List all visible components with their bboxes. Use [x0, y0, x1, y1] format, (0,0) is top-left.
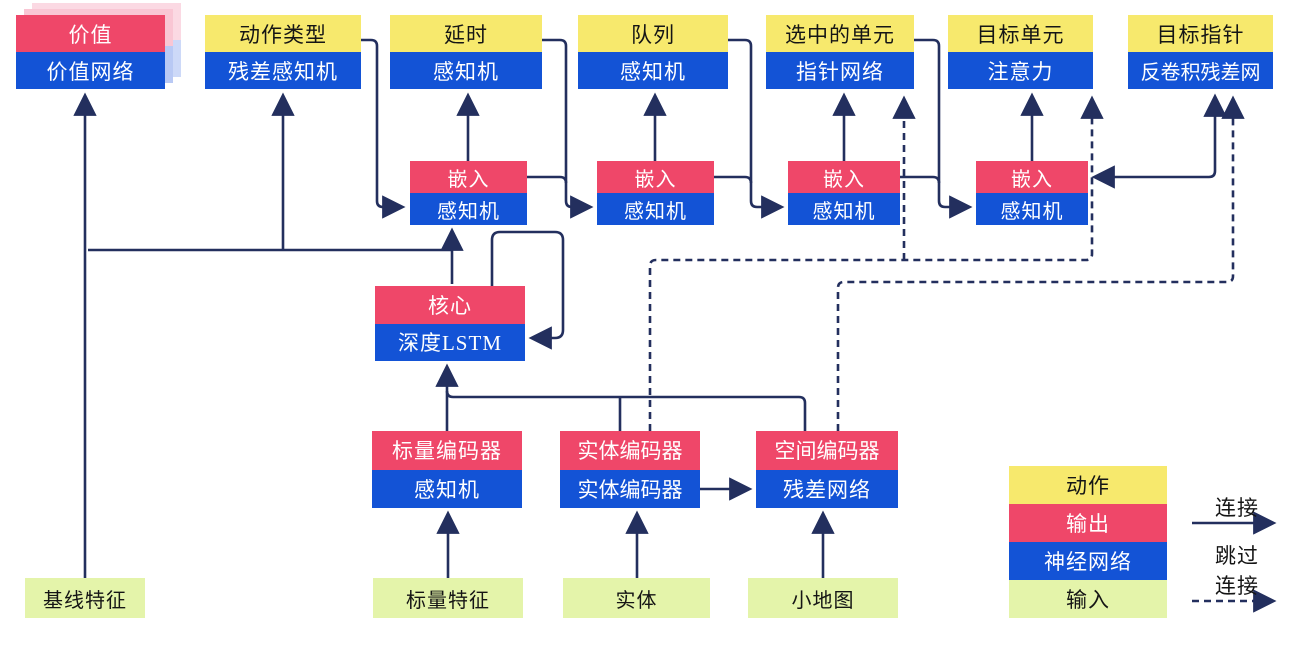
core-label: 核心	[375, 286, 525, 324]
node-spatial-encoder: 空间编码器 残差网络	[756, 431, 898, 508]
action-type-label: 动作类型	[205, 15, 361, 52]
embed2-label: 嵌入	[597, 161, 714, 193]
scalar-features-label: 标量特征	[373, 578, 523, 618]
node-minimap: 小地图	[748, 578, 898, 618]
action-type-network-label: 残差感知机	[205, 52, 361, 89]
target-point-network-label: 反卷积残差网	[1128, 52, 1273, 89]
node-target-point: 目标指针 反卷积残差网	[1128, 15, 1273, 89]
target-unit-label: 目标单元	[948, 15, 1093, 52]
node-embed-2: 嵌入 感知机	[597, 161, 714, 225]
embed3-network-label: 感知机	[788, 193, 900, 225]
target-point-label: 目标指针	[1128, 15, 1273, 52]
embed1-label: 嵌入	[410, 161, 527, 193]
node-entities: 实体	[563, 578, 710, 618]
legend-color-key: 动作 输出 神经网络 输入	[1009, 466, 1167, 618]
value-output-label: 价值	[16, 15, 165, 52]
legend-action-label: 动作	[1009, 466, 1167, 504]
embed3-label: 嵌入	[788, 161, 900, 193]
node-embed-4: 嵌入 感知机	[976, 161, 1088, 225]
edge-embed1-chain	[527, 175, 568, 184]
legend-skip-label-line1: 跳过	[1215, 544, 1259, 568]
node-scalar-encoder: 标量编码器 感知机	[372, 431, 522, 508]
legend-input-label: 输入	[1009, 580, 1167, 618]
selected-units-network-label: 指针网络	[766, 52, 914, 89]
node-value: 价值 价值网络	[16, 15, 165, 89]
embed2-network-label: 感知机	[597, 193, 714, 225]
node-queue: 队列 感知机	[578, 15, 728, 89]
entities-label: 实体	[563, 578, 710, 618]
skip-entity-encoder-bus	[648, 95, 1104, 431]
node-selected-units: 选中的单元 指针网络	[766, 15, 914, 89]
edge-delay-to-embed2	[542, 38, 594, 219]
queue-label: 队列	[578, 15, 728, 52]
spatial-encoder-network-label: 残差网络	[756, 469, 898, 508]
core-network-label: 深度LSTM	[375, 323, 525, 361]
embed4-network-label: 感知机	[976, 193, 1088, 225]
edge-action-type-to-embed1	[361, 38, 406, 219]
legend-network-label: 神经网络	[1009, 542, 1167, 580]
edge-spatial-encoder-bus	[445, 390, 807, 431]
node-delay: 延时 感知机	[390, 15, 542, 89]
queue-network-label: 感知机	[578, 52, 728, 89]
entity-encoder-label: 实体编码器	[560, 431, 700, 470]
scalar-encoder-network-label: 感知机	[372, 469, 522, 508]
baseline-features-label: 基线特征	[25, 578, 145, 618]
legend-skip-label-line2: 连接	[1215, 574, 1259, 598]
spatial-encoder-label: 空间编码器	[756, 431, 898, 470]
node-core: 核心 深度LSTM	[375, 286, 525, 361]
delay-label: 延时	[390, 15, 542, 52]
node-action-type: 动作类型 残差感知机	[205, 15, 361, 89]
node-entity-encoder: 实体编码器 实体编码器	[560, 431, 700, 508]
node-embed-1: 嵌入 感知机	[410, 161, 527, 225]
entity-encoder-network-label: 实体编码器	[560, 469, 700, 508]
node-target-unit: 目标单元 注意力	[948, 15, 1093, 89]
node-embed-3: 嵌入 感知机	[788, 161, 900, 225]
edge-core-self-loop	[490, 230, 565, 350]
edge-embed4-target-point	[1091, 93, 1227, 189]
edge-selected-units-to-embed4	[914, 38, 973, 219]
value-network-label: 价值网络	[16, 52, 165, 89]
embed1-network-label: 感知机	[410, 193, 527, 225]
skip-spatial-to-target-point	[836, 95, 1245, 431]
delay-network-label: 感知机	[390, 52, 542, 89]
edge-embed3-chain	[900, 175, 941, 184]
node-scalar-features: 标量特征	[373, 578, 523, 618]
scalar-encoder-label: 标量编码器	[372, 431, 522, 470]
legend-connection-label: 连接	[1215, 496, 1259, 520]
legend-output-label: 输出	[1009, 504, 1167, 542]
target-unit-network-label: 注意力	[948, 52, 1093, 89]
selected-units-label: 选中的单元	[766, 15, 914, 52]
embed4-label: 嵌入	[976, 161, 1088, 193]
minimap-label: 小地图	[748, 578, 898, 618]
node-baseline-features: 基线特征	[25, 578, 145, 618]
edge-embed2-chain	[714, 175, 753, 184]
edge-queue-to-embed3	[728, 38, 785, 219]
